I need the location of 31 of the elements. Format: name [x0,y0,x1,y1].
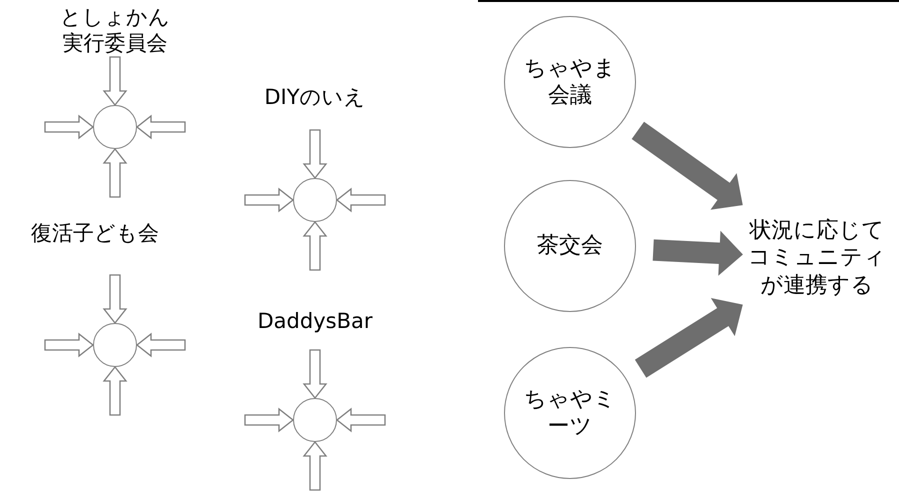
arrow [136,332,186,358]
group-name: 復活子ども会 [30,220,160,246]
arrow [102,148,128,198]
arrow [634,298,743,378]
hub-circle [93,323,137,367]
arrow [302,220,328,271]
arrow [102,56,128,106]
arrow [136,114,186,140]
arrow [336,188,386,212]
arrow [102,274,128,324]
arrow [244,188,294,212]
node-text: ちゃやま会議 [523,54,617,110]
arrow [244,408,294,432]
node-text: ちゃやミーツ [523,386,617,440]
arrow [336,408,386,432]
arrow [652,230,743,276]
arrow [302,349,328,400]
group-name: としょかん実行委員会 [59,4,171,56]
node-text: 茶交会 [537,232,603,260]
group-name: DIYのいえ [263,84,367,110]
arrow [302,129,328,180]
hub-circle [293,178,337,222]
hub-circle [293,398,337,442]
arrow [302,440,328,491]
hub-circle [93,105,137,149]
arrow [102,366,128,416]
arrow [632,122,743,210]
arrow [44,114,94,140]
group-name: DaddysBar [256,308,374,334]
arrow [44,332,94,358]
node-text: 状況に応じてコミュニティが連携する [747,216,887,300]
